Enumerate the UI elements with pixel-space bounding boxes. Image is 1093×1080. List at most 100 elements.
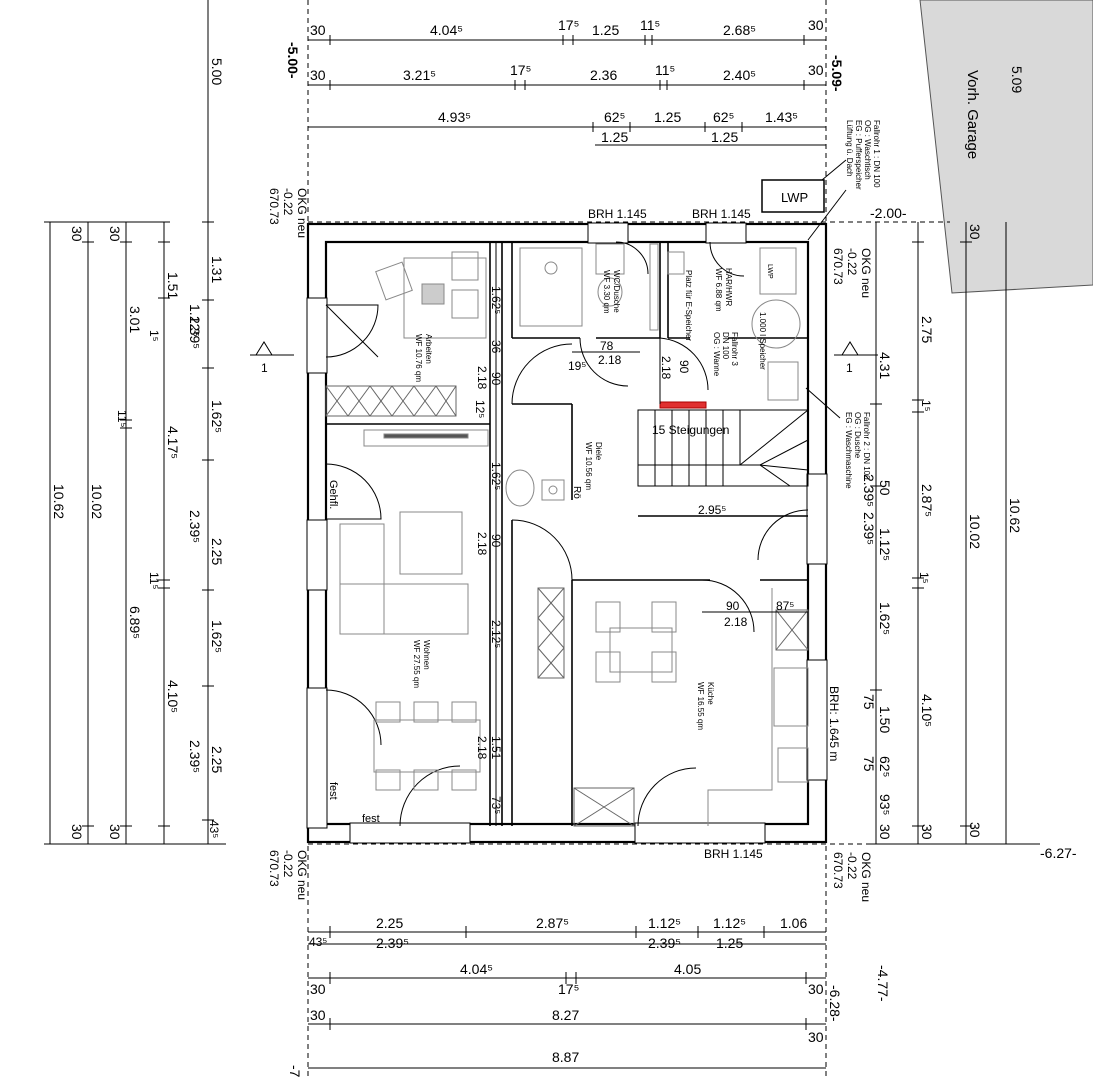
fr2-2: EG : Waschmaschine [844, 412, 853, 489]
top-r2-6: 30 [808, 62, 824, 78]
fr2-1: OG : Dusche [853, 412, 862, 459]
bot-r1-3: 1.12⁵ [713, 915, 746, 931]
room-arbeiten-name: Arbeiten [424, 334, 433, 364]
stair-label: 15 Steigungen [652, 423, 729, 437]
idim-8: 2.18 [659, 356, 673, 380]
brh-bottom: BRH 1.145 [704, 847, 763, 861]
right-b-2: 2.39⁵ [861, 512, 877, 545]
left-6-3: 1.62⁵ [209, 620, 225, 653]
room-wohnen-area: WF 27.55 qm [412, 640, 421, 688]
bot-r1-0: 2.25 [376, 915, 403, 931]
okg-bottom-left: OKG neu -0.22 670.73 [267, 850, 309, 900]
okg-tr-3: 670.73 [831, 248, 845, 285]
cabinets [325, 385, 809, 827]
top-r3-3: 62⁵ [713, 109, 734, 125]
right-c-0: 10.02 [967, 514, 983, 549]
idim-1: 36 [489, 340, 503, 354]
level-7: -7 [287, 1065, 303, 1078]
top-r3-0: 4.93⁵ [438, 109, 471, 125]
right-b-7: 75 [861, 756, 877, 772]
left-4-4: 11⁵ [147, 572, 161, 589]
outer-walls [306, 222, 828, 844]
okg-top-left: OKG neu -0.22 670.73 [267, 188, 309, 238]
level-509: -5.09- [829, 55, 845, 92]
inner-dims: 1.62⁵ 36 90 2.18 12⁵ 78 2.18 19⁵ 2.18 90… [473, 286, 794, 814]
idim-20: 2.18 [724, 615, 748, 629]
top-r1-2: 17⁵ [558, 17, 579, 33]
idim-16: 73⁵ [489, 796, 503, 814]
idim-2: 90 [489, 372, 503, 386]
room-wc-area: WF 3.30 qm [602, 270, 611, 314]
bot-r3-1: 4.05 [674, 961, 701, 977]
okg-tr-2: -0.22 [845, 248, 859, 276]
bottom-dim-lines [308, 926, 826, 1069]
level-509-top: 5.09 [1009, 66, 1025, 93]
room-har-area: WF 6.88 qm [714, 268, 723, 312]
idim-13: 2.12⁵ [489, 620, 503, 648]
idim-17: 2.95⁵ [698, 503, 726, 517]
left-4-1: 4.17⁵ [165, 426, 181, 459]
left-3-3: 30 [69, 226, 85, 242]
inner-dim-lines [495, 242, 808, 826]
fr1-2: EG : Pufferspeicher [854, 120, 863, 190]
left-6-2: 2.25 [209, 538, 225, 565]
okg-tl-2: -0.22 [281, 188, 295, 216]
left-3-2: 11⁵ [115, 410, 129, 427]
top-r1-5: 2.68⁵ [723, 22, 756, 38]
bot-r2-0: 43⁵ [309, 935, 327, 949]
fr3-2: OG : Wanne [712, 332, 721, 377]
left-6-1: 1.62⁵ [209, 400, 225, 433]
okg-br-1: OKG neu [859, 852, 873, 902]
idim-3: 2.18 [475, 366, 489, 390]
stair [637, 401, 809, 487]
left-5-0: 2.39⁵ [187, 316, 203, 349]
room-kueche-area: WF 16.55 qm [696, 682, 705, 730]
level-477: -4.77- [875, 965, 891, 1002]
idim-7: 19⁵ [568, 359, 586, 373]
top-r1-1: 4.04⁵ [430, 22, 463, 38]
okg-tl-1: OKG neu [295, 188, 309, 238]
gehfl-label: Gehfl. [327, 480, 339, 509]
level-500: -5.00- [285, 42, 301, 79]
room-wc-name: WC/Dusche [612, 270, 621, 313]
idim-12: 2.18 [475, 532, 489, 556]
right-b-6: 75 [861, 694, 877, 710]
left-3-4: 30 [69, 824, 85, 840]
room-labels: Arbeiten WF 10.76 qm WC/Dusche WF 3.30 q… [327, 264, 773, 825]
doors [325, 241, 809, 827]
top-dim-texts: 30 4.04⁵ 17⁵ 1.25 11⁵ 2.68⁵ 30 30 3.21⁵ … [310, 17, 824, 145]
right-b-3: 50 [877, 480, 893, 496]
right-a-3: 2.87⁵ [919, 484, 935, 517]
idim-18: 90 [726, 599, 740, 613]
left-3-0: 3.01 [127, 306, 143, 333]
left-6-5: 43⁵ [207, 820, 221, 838]
left-4-3: 1⁵ [147, 330, 161, 342]
right-a-1: 2.75 [919, 316, 935, 343]
fest2-label: fest [362, 813, 380, 825]
ro-label: Rö [571, 486, 582, 499]
left-3-1: 6.89⁵ [127, 606, 143, 639]
room-kueche-name: Küche [706, 682, 715, 705]
room-arbeiten-area: WF 10.76 qm [414, 334, 423, 382]
bot-r3-0: 4.04⁵ [460, 961, 493, 977]
fest1-label: fest [327, 782, 339, 800]
okg-bl-3: 670.73 [267, 850, 281, 887]
fr3-1: DN 100 [721, 332, 730, 360]
top-r2-0: 30 [310, 67, 326, 83]
top-r1-0: 30 [310, 22, 326, 38]
top-r3-4: 1.43⁵ [765, 109, 798, 125]
lwp-label: LWP [781, 190, 808, 205]
level-628: -6.28- [827, 985, 843, 1022]
idim-5: 78 [600, 339, 614, 353]
top-r2-5: 2.40⁵ [723, 67, 756, 83]
top-r1-4: 11⁵ [640, 17, 660, 33]
bot-r4-2: 30 [808, 981, 824, 997]
bot-r5-1: 8.27 [552, 1007, 579, 1023]
room-diele-name: Diele [594, 442, 603, 461]
right-d-0: 10.62 [1007, 498, 1023, 533]
left-6-4: 2.25 [209, 746, 225, 773]
right-b-10: 30 [877, 824, 893, 840]
left-4-0: 1.51 [165, 272, 181, 299]
level-627: -6.27- [1040, 845, 1077, 861]
